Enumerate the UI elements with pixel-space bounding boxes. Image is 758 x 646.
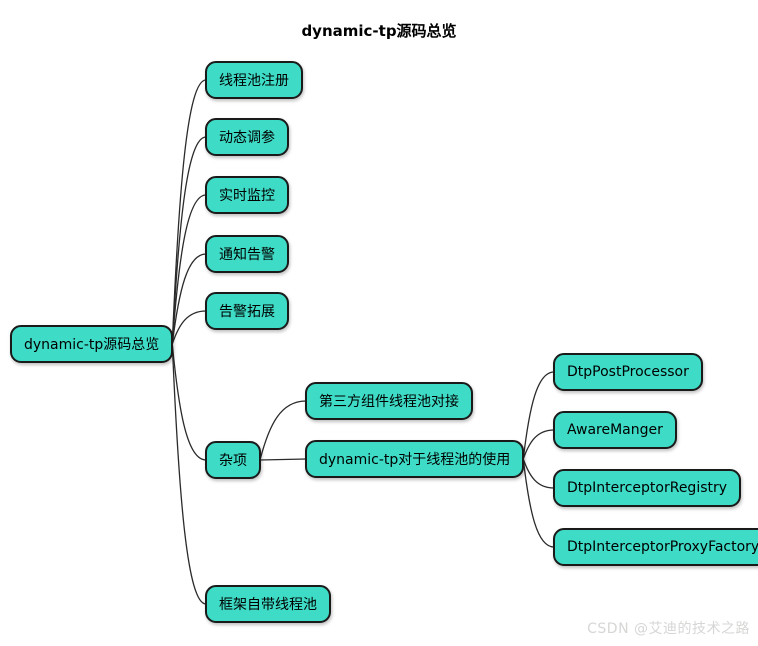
node-framework-builtin-thread-pool[interactable]: 框架自带线程池 xyxy=(205,585,331,623)
node-alarm-extension[interactable]: 告警拓展 xyxy=(205,292,289,330)
node-notification-alarm[interactable]: 通知告警 xyxy=(205,235,289,273)
page-title: dynamic-tp源码总览 xyxy=(301,22,457,40)
node-dynamic-tuning[interactable]: 动态调参 xyxy=(205,118,289,156)
node-third-party-pool-integration[interactable]: 第三方组件线程池对接 xyxy=(305,382,473,420)
node-thread-pool-registration[interactable]: 线程池注册 xyxy=(205,61,303,99)
node-realtime-monitoring[interactable]: 实时监控 xyxy=(205,176,289,214)
watermark: CSDN @艾迪的技术之路 xyxy=(587,621,750,637)
node-miscellaneous[interactable]: 杂项 xyxy=(205,441,261,479)
node-root[interactable]: dynamic-tp源码总览 xyxy=(10,325,174,363)
node-dtp-interceptor-registry[interactable]: DtpInterceptorRegistry xyxy=(553,469,742,507)
node-dtp-post-processor[interactable]: DtpPostProcessor xyxy=(553,353,703,391)
node-dynamic-tp-thread-pool-usage[interactable]: dynamic-tp对于线程池的使用 xyxy=(305,440,525,478)
node-aware-manger[interactable]: AwareManger xyxy=(553,411,677,449)
node-dtp-interceptor-proxy-factory[interactable]: DtpInterceptorProxyFactory xyxy=(553,528,758,566)
